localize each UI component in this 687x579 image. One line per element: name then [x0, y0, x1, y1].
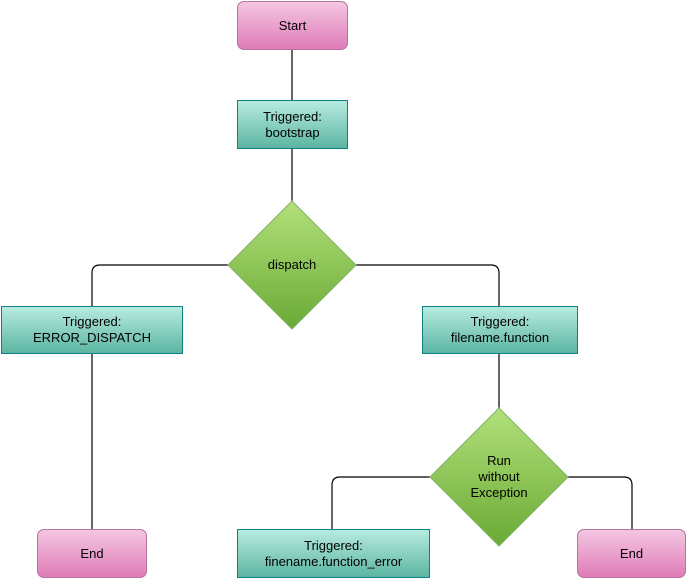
error-dispatch-label: Triggered: ERROR_DISPATCH	[33, 314, 151, 345]
run-without-exception-decision-shape[interactable]	[429, 407, 569, 547]
start-label: Start	[278, 17, 307, 33]
run-without-exception-label: Run without Exception	[470, 453, 528, 500]
bootstrap-node[interactable]: Triggered: bootstrap	[237, 100, 348, 149]
error-dispatch-node[interactable]: Triggered: ERROR_DISPATCH	[1, 306, 183, 354]
dispatch-decision-shape[interactable]	[227, 200, 357, 330]
bootstrap-label: Triggered: bootstrap	[263, 108, 322, 140]
start-node[interactable]: Start	[237, 1, 348, 50]
filename-function-label: Triggered: filename.function	[450, 314, 550, 345]
end-right-node[interactable]: End	[577, 529, 686, 578]
edge-dispatch-to-error-dispatch	[91, 264, 228, 306]
function-error-node[interactable]: Triggered: finename.function_error	[237, 529, 430, 578]
end-left-label: End	[80, 545, 104, 561]
edge-run-to-function-error	[331, 476, 430, 529]
end-right-label: End	[619, 545, 644, 561]
end-left-node[interactable]: End	[37, 529, 147, 578]
filename-function-node[interactable]: Triggered: filename.function	[422, 306, 578, 354]
edge-dispatch-to-filename-function	[356, 264, 500, 306]
dispatch-label: dispatch	[267, 257, 317, 272]
edge-run-to-end-right	[568, 476, 633, 529]
function-error-label: Triggered: finename.function_error	[264, 537, 403, 569]
